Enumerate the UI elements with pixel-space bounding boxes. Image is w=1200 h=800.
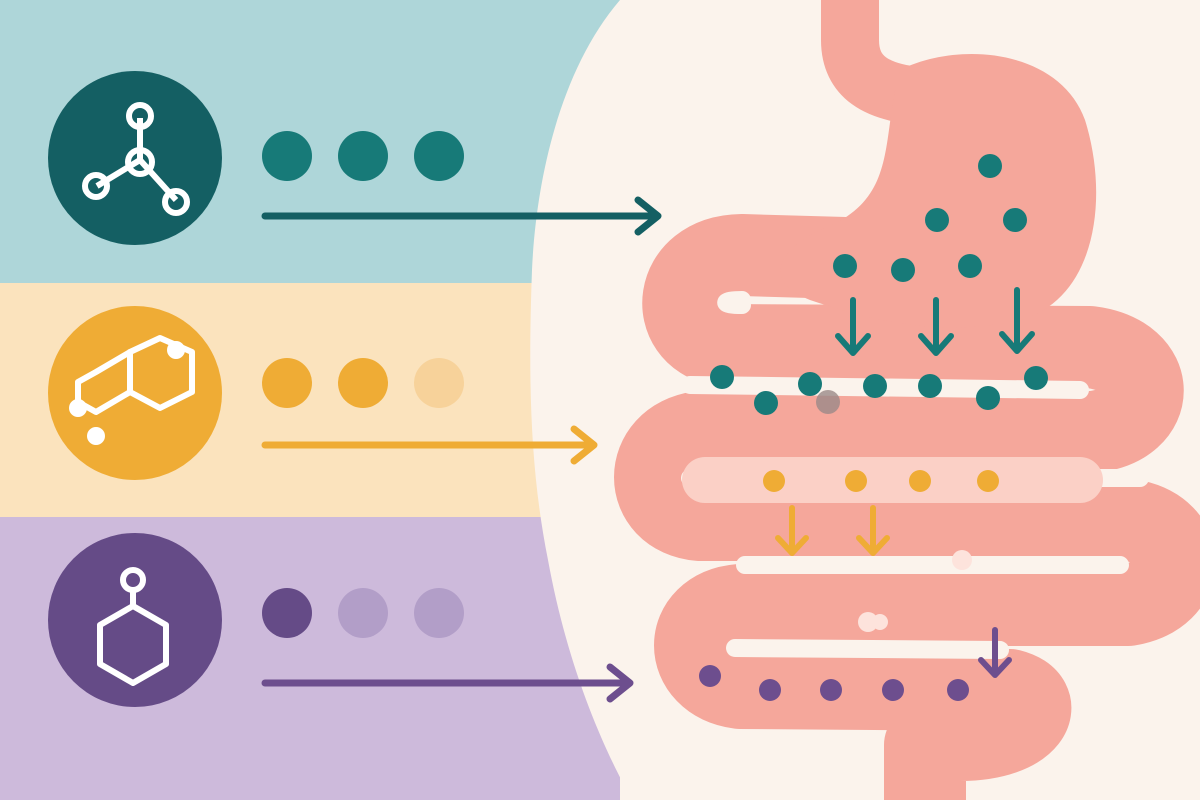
teal-particles-intestine	[710, 365, 1048, 415]
row-purple	[48, 533, 634, 707]
dose-dot	[262, 358, 312, 408]
dose-dot-faded	[414, 358, 464, 408]
purple-particles	[699, 665, 969, 701]
branched-molecule-icon	[82, 102, 190, 216]
yellow-absorption-arrows	[775, 505, 890, 556]
fused-hexagon-molecule-icon	[69, 335, 195, 445]
purple-arrow	[261, 663, 634, 703]
dose-dot	[338, 131, 388, 181]
yellow-arrow	[261, 425, 598, 465]
intestine	[614, 214, 1200, 800]
teal-arrow	[261, 196, 662, 236]
dose-dot	[262, 131, 312, 181]
dose-dot	[414, 131, 464, 181]
dose-dot-faded	[338, 588, 388, 638]
stomach	[780, 54, 1097, 328]
dose-dot	[338, 358, 388, 408]
yellow-particles	[763, 470, 999, 492]
dose-dot-faded	[414, 588, 464, 638]
dose-dot	[262, 588, 312, 638]
yellow-dose-dots	[262, 358, 464, 408]
purple-molecule-badge	[48, 533, 222, 707]
teal-dose-dots	[262, 131, 464, 181]
teal-molecule-badge	[48, 71, 222, 245]
faded-particle	[816, 390, 840, 414]
purple-absorption-arrow	[978, 627, 1012, 678]
row-yellow	[48, 306, 598, 480]
row-teal	[48, 71, 662, 245]
light-particles	[858, 550, 972, 632]
hexagon-hydroxyl-molecule-icon	[97, 567, 169, 686]
purple-dose-dots	[262, 588, 464, 638]
teal-absorption-arrows	[835, 287, 1035, 356]
teal-particles-stomach	[833, 154, 1027, 282]
